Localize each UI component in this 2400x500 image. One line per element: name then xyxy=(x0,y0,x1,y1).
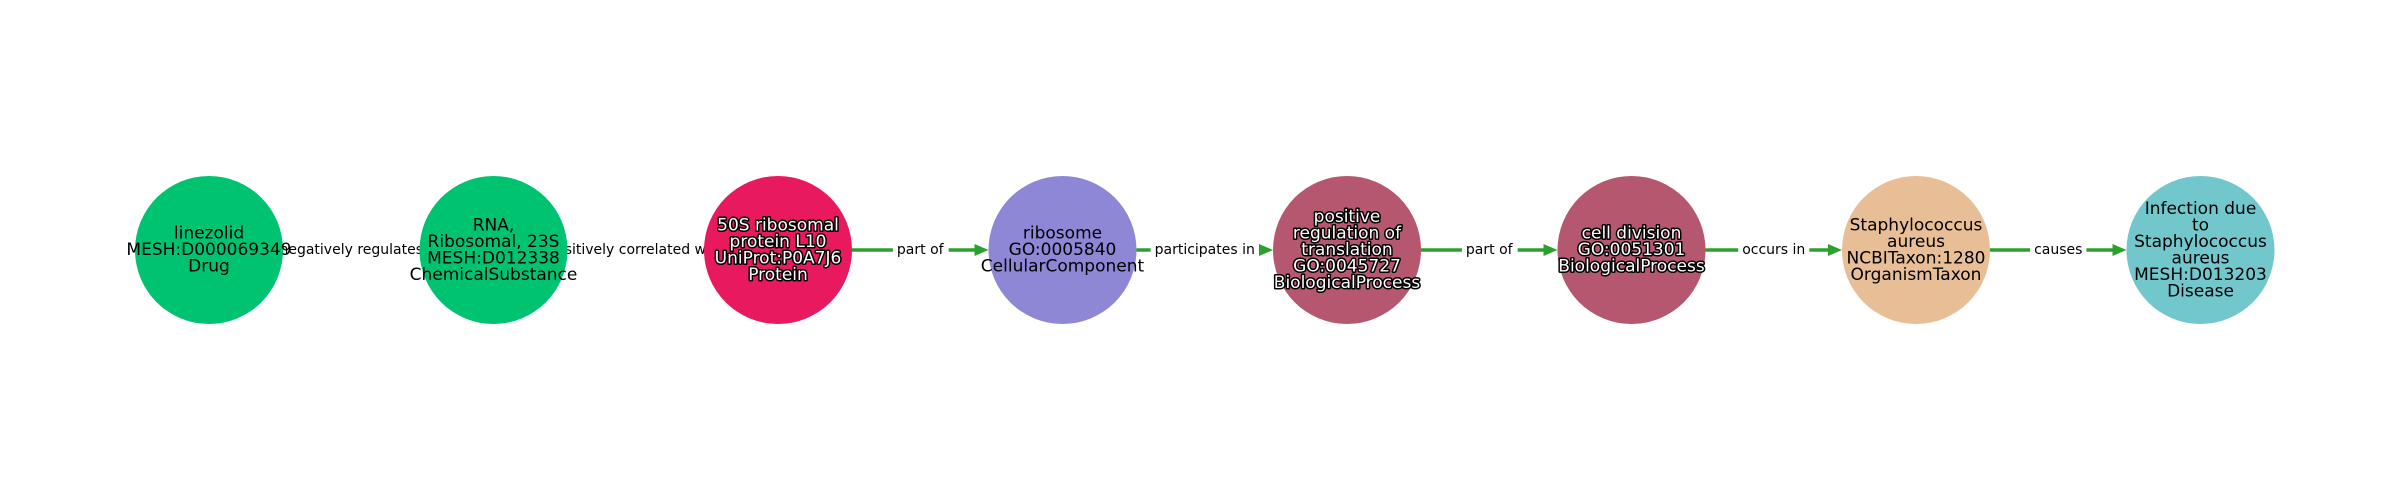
arrowhead-icon xyxy=(2112,244,2127,256)
node-label-line: translation xyxy=(1301,240,1392,260)
edge-label-3: participates in xyxy=(1150,240,1259,260)
edge-label-bg xyxy=(1461,240,1518,260)
node-label-line: UniProt:P0A7J6 xyxy=(715,248,842,268)
node-label-line: Infection due xyxy=(2145,199,2257,219)
node-circle xyxy=(135,176,283,324)
edge-label-bg xyxy=(1738,240,1810,260)
edge-label-5: occurs in xyxy=(1738,240,1810,260)
edge-label-bg xyxy=(567,240,704,260)
node-label-line: to xyxy=(2192,215,2209,235)
arrowhead-icon xyxy=(1828,244,1842,256)
edge-label-text: positively correlated with xyxy=(547,242,724,258)
arrowhead-icon xyxy=(974,244,989,256)
arrowhead-icon xyxy=(1259,244,1273,256)
edge-label-2: part of xyxy=(892,240,949,260)
node-label-line: Drug xyxy=(188,257,230,277)
edge-label-bg xyxy=(283,240,420,260)
edge-label-bg xyxy=(2030,240,2087,260)
edge-label-text: participates in xyxy=(1155,242,1255,258)
edge-label-4: part of xyxy=(1461,240,1518,260)
edge-label-1: positively correlated with xyxy=(547,240,724,260)
node-circle xyxy=(988,176,1137,324)
node-circle xyxy=(2126,176,2275,324)
node-label-line: BiologicalProcess xyxy=(1274,273,1421,293)
node-label-line: regulation of xyxy=(1293,224,1402,244)
edge-label-text: occurs in xyxy=(1742,242,1805,258)
edge-labels-layer: negatively regulates positively correlate… xyxy=(279,240,2087,260)
node-label-line: NCBITaxon:1280 xyxy=(1847,248,1986,268)
node-label-line: Staphylococcus xyxy=(2134,232,2267,252)
node-label-line: positive xyxy=(1314,207,1381,227)
node-label-line: GO:0045727 xyxy=(1293,257,1401,277)
node-label-line: GO:0051301 xyxy=(1578,240,1686,260)
node-circle xyxy=(419,176,568,324)
arrowhead-icon xyxy=(1543,244,1558,256)
node-label-line: ribosome xyxy=(1023,224,1102,244)
node-circle xyxy=(704,176,852,324)
node-label-line: MESH:D000069349 xyxy=(126,240,291,260)
edge-label-text: negatively regulates xyxy=(279,242,423,258)
node-label-line: Disease xyxy=(2167,281,2234,301)
node-circle xyxy=(1273,176,1421,324)
node-label-line: aureus xyxy=(1887,232,1945,252)
edge-label-text: causes xyxy=(2034,242,2082,258)
node-label-line: protein L10 xyxy=(730,232,827,252)
node-label-line: GO:0005840 xyxy=(1009,240,1117,260)
node-circle xyxy=(1842,176,1990,324)
node-label-line: Protein xyxy=(748,265,808,285)
edge-label-bg xyxy=(892,240,949,260)
edge-label-6: causes xyxy=(2030,240,2087,260)
node-label-line: MESH:D013203 xyxy=(2134,265,2267,285)
edge-label-text: part of xyxy=(897,242,945,258)
node-label-line: OrganismTaxon xyxy=(1851,265,1982,285)
node-label-line: ChemicalSubstance xyxy=(410,265,578,285)
node-label-line: Ribosomal, 23S xyxy=(428,232,560,252)
node-label-line: Staphylococcus xyxy=(1850,215,1983,235)
edge-label-text: part of xyxy=(1466,242,1514,258)
node-label-line: BiologicalProcess xyxy=(1558,257,1705,277)
edge-label-0: negatively regulates xyxy=(279,240,423,260)
node-label-line: MESH:D012338 xyxy=(427,248,560,268)
node-circle xyxy=(1557,176,1706,324)
node-label-line: CellularComponent xyxy=(981,257,1145,277)
node-label-line: cell division xyxy=(1582,224,1682,244)
node-label-line: linezolid xyxy=(174,224,244,244)
node-label-line: RNA, xyxy=(473,215,515,235)
edge-label-bg xyxy=(1150,240,1259,260)
node-label-line: 50S ribosomal xyxy=(717,215,839,235)
node-label-line: aureus xyxy=(2172,248,2230,268)
